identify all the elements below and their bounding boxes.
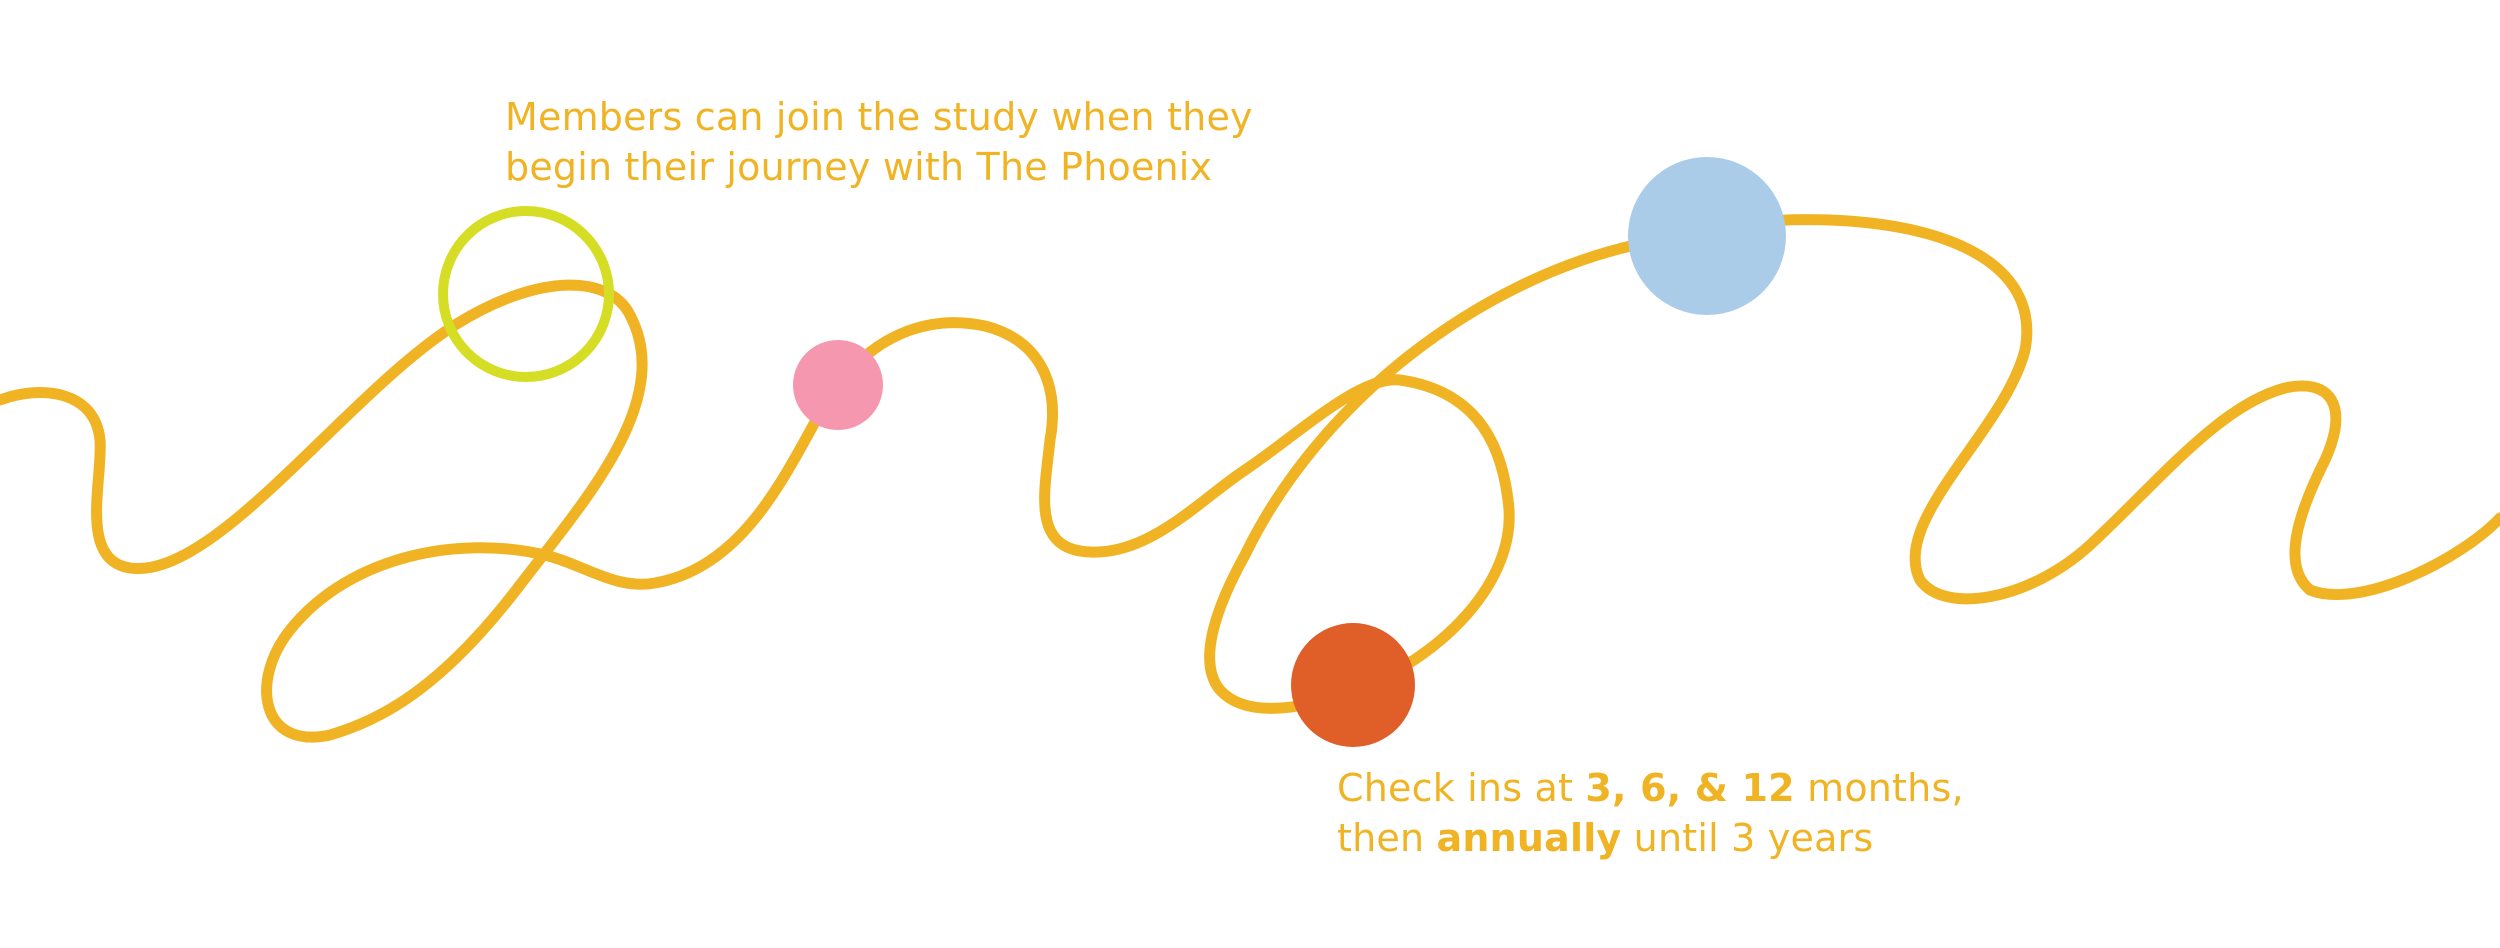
checkin-caption: Check ins at 3, 6, & 12 months, then ann… [1337, 763, 1964, 863]
pink-dot-marker [793, 340, 883, 430]
checkin-annually-emphasis: annually [1436, 816, 1622, 860]
checkin-dot-marker [1291, 623, 1415, 747]
join-caption-line-1: Members can join the study when they [505, 95, 1253, 139]
checkin-text: then [1337, 816, 1437, 860]
checkin-caption-line-1: Check ins at 3, 6, & 12 months, [1337, 763, 1964, 813]
journey-path [0, 214, 2500, 743]
join-caption-line-2: begin their journey with The Phoenix [505, 145, 1213, 189]
checkin-text: until 3 years [1621, 816, 1874, 860]
join-caption: Members can join the study when they beg… [505, 92, 1253, 192]
checkin-months-emphasis: 3, 6, & 12 [1585, 766, 1795, 810]
join-ring-marker [438, 206, 614, 382]
checkin-text: Check ins at [1337, 766, 1586, 810]
checkin-caption-line-2: then annually until 3 years [1337, 813, 1964, 863]
blue-dot-marker [1628, 157, 1786, 315]
checkin-text: months, [1794, 766, 1964, 810]
